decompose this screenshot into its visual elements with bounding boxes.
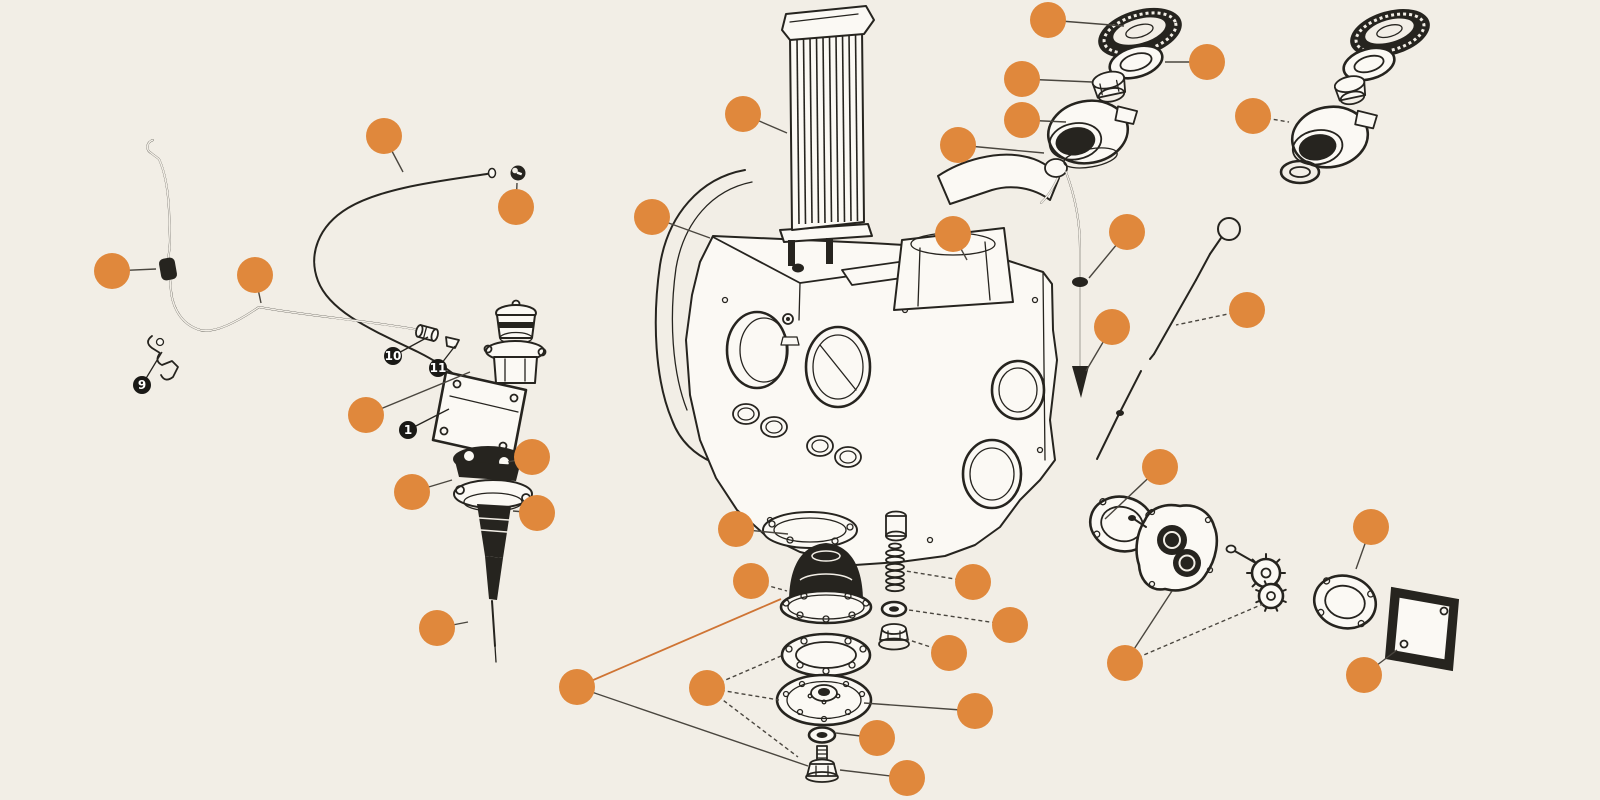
pump-cover-plate bbox=[1384, 586, 1460, 672]
part-number-label-11: 11 bbox=[430, 361, 447, 375]
hotspot-strainer-kit[interactable] bbox=[559, 669, 595, 705]
fuel-line-grommet bbox=[159, 257, 177, 281]
leader-line-strainer-kit bbox=[576, 598, 782, 688]
pump-cover-gasket bbox=[1312, 574, 1378, 630]
oil-strainer-dome bbox=[789, 543, 863, 602]
hotspot-oil-filler-right[interactable] bbox=[1235, 98, 1271, 134]
fuel-line-clip bbox=[147, 335, 179, 381]
leader-line-dipstick bbox=[1175, 309, 1248, 326]
hotspot-sump-flange[interactable] bbox=[718, 511, 754, 547]
fuel-pump bbox=[431, 299, 547, 663]
leader-line-oil-filler-right bbox=[1252, 115, 1290, 123]
relief-washer bbox=[880, 600, 908, 618]
hotspot-relief-nut[interactable] bbox=[931, 635, 967, 671]
hotspot-pump-pushrod[interactable] bbox=[419, 610, 455, 646]
part-number-label-9: 9 bbox=[138, 378, 146, 392]
breather-hose bbox=[313, 167, 497, 413]
dipstick-tube bbox=[1065, 171, 1089, 398]
leader-line-fuel-pump bbox=[365, 371, 471, 416]
oil-filler-left bbox=[1046, 7, 1182, 169]
part-number-label-1: 1 bbox=[404, 423, 412, 437]
fan-shroud bbox=[654, 169, 753, 463]
hotspot-gasket-kit[interactable] bbox=[689, 670, 725, 706]
pump-base-flange bbox=[453, 479, 533, 509]
leader-line-oil-strainer bbox=[750, 580, 788, 592]
part-number-badge-11 bbox=[429, 359, 447, 377]
pump-pushrod bbox=[491, 600, 496, 647]
dipstick bbox=[1149, 217, 1241, 360]
leader-line-relief-spring bbox=[905, 570, 974, 583]
hose-end-cap bbox=[510, 165, 526, 181]
leader-line-strainer-kit bbox=[576, 686, 809, 767]
oil-pump-set bbox=[1088, 495, 1460, 672]
pump-bracket bbox=[431, 370, 528, 460]
hotspot-fuel-line[interactable] bbox=[237, 257, 273, 293]
oil-pump-body bbox=[1128, 503, 1219, 592]
hotspot-oil-cooler[interactable] bbox=[725, 96, 761, 132]
filler-body bbox=[1046, 99, 1139, 169]
oil-pump-gears bbox=[1225, 544, 1287, 612]
generator-stand bbox=[893, 153, 1068, 311]
oil-strainer-stack bbox=[775, 543, 873, 783]
oil-cooler bbox=[779, 5, 875, 266]
hotspot-oil-filler-body[interactable] bbox=[1004, 102, 1040, 138]
hotspot-oil-pump-gasket[interactable] bbox=[1142, 449, 1178, 485]
part-number-badge-9 bbox=[133, 376, 151, 394]
hotspot-oil-filler-cap[interactable] bbox=[1030, 2, 1066, 38]
hotspot-relief-washer[interactable] bbox=[992, 607, 1028, 643]
hotspot-case-stud[interactable] bbox=[935, 216, 971, 252]
hotspot-hose-cap[interactable] bbox=[498, 189, 534, 225]
hotspot-sump-plate[interactable] bbox=[957, 693, 993, 729]
relief-valve-parts bbox=[878, 510, 910, 651]
hotspot-pump-cover-gasket[interactable] bbox=[1353, 509, 1389, 545]
filler-o-ring bbox=[1279, 159, 1321, 185]
fuel-line bbox=[146, 139, 425, 332]
hotspot-pump-upper-flange[interactable] bbox=[514, 439, 550, 475]
hotspot-dipstick-tube[interactable] bbox=[1109, 214, 1145, 250]
hotspot-pump-insulator[interactable] bbox=[394, 474, 430, 510]
hotspot-breather-hose[interactable] bbox=[366, 118, 402, 154]
leader-line-oil-pump-body bbox=[1124, 603, 1264, 664]
leader-line-gasket-kit bbox=[706, 687, 780, 701]
part-number-label-10: 10 bbox=[385, 349, 402, 363]
strainer-gasket bbox=[780, 632, 872, 678]
hotspot-filler-neck[interactable] bbox=[1004, 61, 1040, 97]
oil-filler-right bbox=[1279, 9, 1430, 185]
illustration-layer bbox=[146, 5, 1460, 783]
hotspot-oil-strainer[interactable] bbox=[733, 563, 769, 599]
pump-drive-stud bbox=[1096, 370, 1142, 460]
relief-nut bbox=[878, 623, 910, 651]
hotspot-engine-case[interactable] bbox=[634, 199, 670, 235]
leader-line-sump-plate bbox=[863, 702, 976, 712]
hotspot-pump-base-flange[interactable] bbox=[519, 495, 555, 531]
hotspot-markers bbox=[94, 2, 1389, 796]
hotspot-drain-bolt[interactable] bbox=[889, 760, 925, 796]
filler-neck bbox=[1091, 70, 1127, 103]
filler-cap-gasket bbox=[1108, 44, 1164, 80]
hotspot-relief-spring[interactable] bbox=[955, 564, 991, 600]
hotspot-filler-cap-gasket[interactable] bbox=[1189, 44, 1225, 80]
union-bolt bbox=[415, 324, 439, 342]
seal-cone bbox=[445, 336, 460, 349]
part-number-badge-10 bbox=[384, 347, 402, 365]
sump-plate bbox=[775, 673, 873, 727]
part-number-badge-1 bbox=[399, 421, 417, 439]
hotspot-fuel-line-grommet[interactable] bbox=[94, 253, 130, 289]
hotspot-fuel-pump[interactable] bbox=[348, 397, 384, 433]
hotspot-dipstick[interactable] bbox=[1229, 292, 1265, 328]
hotspot-filler-elbow[interactable] bbox=[940, 127, 976, 163]
drain-bolt bbox=[805, 745, 839, 783]
hotspot-drain-washer[interactable] bbox=[859, 720, 895, 756]
hotspot-oil-pump-body[interactable] bbox=[1107, 645, 1143, 681]
drain-washer bbox=[807, 726, 837, 744]
leader-line-gasket-kit bbox=[706, 687, 799, 758]
hotspot-dipstick-tube-tip[interactable] bbox=[1094, 309, 1130, 345]
hotspot-pump-cover[interactable] bbox=[1346, 657, 1382, 693]
relief-spring bbox=[885, 542, 905, 593]
sump-flange bbox=[762, 511, 858, 549]
